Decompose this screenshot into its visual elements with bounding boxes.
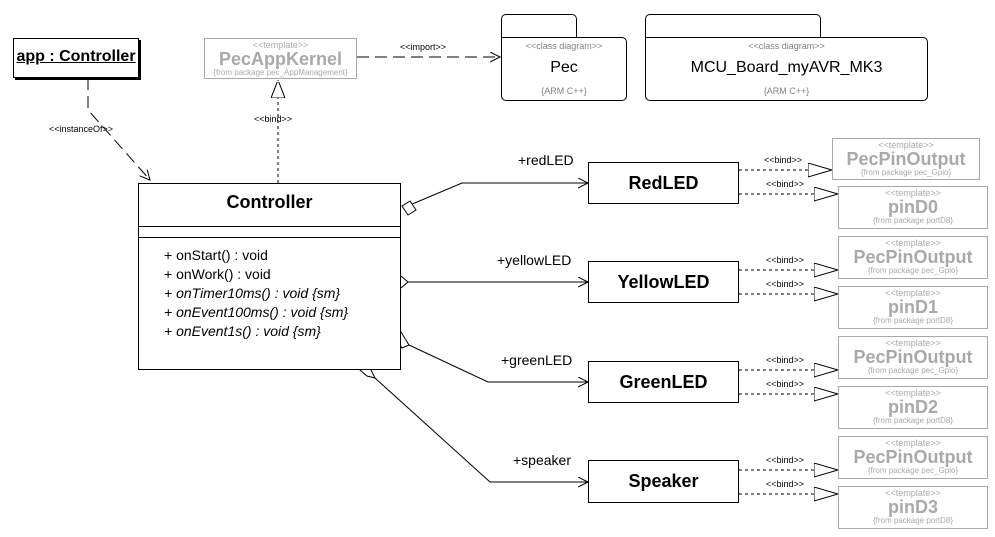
controller-operations: + onStart() : void + onWork() : void + o… xyxy=(164,246,348,341)
template-greenled-pin[interactable]: <<template>> pinD2 {from package portD8} xyxy=(838,386,988,429)
role-label-redled: +redLED xyxy=(518,152,574,168)
package-mcu-stereotype: <<class diagram>> xyxy=(748,41,825,51)
role-label-yellowled: +yellowLED xyxy=(497,252,572,268)
bind-label-yellowled-output: <<bind>> xyxy=(766,255,805,265)
operation-on-event-1s: + onEvent1s() : void {sm} xyxy=(164,323,321,339)
operation-on-work: + onWork() : void xyxy=(164,266,271,282)
role-label-speaker: +speaker xyxy=(513,452,571,468)
template-speaker-pin[interactable]: <<template>> pinD3 {from package portD8} xyxy=(838,486,988,529)
template-greenled-output[interactable]: <<template>> PecPinOutput {from package … xyxy=(838,336,988,379)
operation-on-timer-10ms: + onTimer10ms() : void {sm} xyxy=(164,285,341,301)
template-speaker-pin-name: pinD3 xyxy=(887,497,938,517)
template-redled-output-stereotype: <<template>> xyxy=(878,140,934,150)
template-greenled-output-origin: {from package pec_Gpio} xyxy=(867,366,959,375)
kernel-bind-label: <<bind>> xyxy=(254,114,293,124)
template-speaker-pin-stereotype: <<template>> xyxy=(885,488,941,498)
template-redled-pin-stereotype: <<template>> xyxy=(885,188,941,198)
controller-divider-bottom xyxy=(139,237,400,238)
template-redled-output-name: PecPinOutput xyxy=(846,149,966,169)
bind-label-speaker-output: <<bind>> xyxy=(766,455,805,465)
package-pec-name: Pec xyxy=(550,59,578,76)
template-greenled-pin-name: pinD2 xyxy=(887,397,938,417)
composition-diamond-redled xyxy=(401,200,417,216)
controller-divider-top xyxy=(139,226,400,227)
package-mcu-board[interactable]: <<class diagram>> MCU_Board_myAVR_MK3 {A… xyxy=(645,37,928,101)
template-yellowled-pin[interactable]: <<template>> pinD1 {from package portD8} xyxy=(838,286,988,329)
instance-name: app : Controller xyxy=(16,48,136,65)
package-pec-language: {ARM C++} xyxy=(541,86,587,96)
part-greenled-name: GreenLED xyxy=(619,372,708,392)
template-greenled-output-stereotype: <<template>> xyxy=(885,338,941,348)
composition-speaker xyxy=(374,377,588,482)
operation-on-start: + onStart() : void xyxy=(164,247,268,263)
template-yellowled-output[interactable]: <<template>> PecPinOutput {from package … xyxy=(838,236,988,279)
composition-redled xyxy=(409,183,588,206)
part-speaker[interactable]: Speaker xyxy=(588,460,739,503)
template-redled-pin[interactable]: <<template>> pinD0 {from package portD8} xyxy=(838,186,988,229)
part-redled[interactable]: RedLED xyxy=(588,162,739,204)
package-tab-pec xyxy=(501,14,577,38)
operation-on-event-100ms: + onEvent100ms() : void {sm} xyxy=(164,304,349,320)
package-pec-stereotype: <<class diagram>> xyxy=(525,41,603,51)
package-tab-mcu xyxy=(645,14,821,38)
template-redled-pin-origin: {from package portD8} xyxy=(872,216,954,225)
bind-label-yellowled-pin: <<bind>> xyxy=(766,279,805,289)
part-yellowled[interactable]: YellowLED xyxy=(588,261,739,303)
role-label-greenled: +greenLED xyxy=(501,352,573,368)
template-redled-output[interactable]: <<template>> PecPinOutput {from package … xyxy=(832,138,980,180)
template-yellowled-pin-origin: {from package portD8} xyxy=(872,316,954,325)
package-mcu-name: MCU_Board_myAVR_MK3 xyxy=(690,59,883,76)
bind-label-greenled-pin: <<bind>> xyxy=(766,379,805,389)
template-speaker-output-stereotype: <<template>> xyxy=(885,438,941,448)
template-speaker-pin-origin: {from package portD8} xyxy=(872,516,954,525)
template-yellowled-output-origin: {from package pec_Gpio} xyxy=(867,266,959,275)
part-redled-name: RedLED xyxy=(628,173,699,193)
package-mcu-language: {ARM C++} xyxy=(763,86,810,96)
template-speaker-output-origin: {from package pec_Gpio} xyxy=(867,466,959,475)
kernel-template[interactable]: <<template>> PecAppKernel {from package … xyxy=(204,38,357,79)
controller-class[interactable]: Controller + onStart() : void + onWork()… xyxy=(138,183,401,370)
bind-label-speaker-pin: <<bind>> xyxy=(766,479,805,489)
bind-label-redled-output: <<bind>> xyxy=(764,155,803,165)
template-speaker-output[interactable]: <<template>> PecPinOutput {from package … xyxy=(838,436,988,479)
template-greenled-pin-stereotype: <<template>> xyxy=(885,388,941,398)
template-redled-output-origin: {from package pec_Gpio} xyxy=(860,168,952,177)
template-yellowled-output-stereotype: <<template>> xyxy=(885,238,941,248)
kernel-template-origin: {from package pec_AppManagement} xyxy=(213,68,348,77)
bind-label-redled-pin: <<bind>> xyxy=(766,179,805,189)
template-speaker-output-name: PecPinOutput xyxy=(853,447,973,467)
instanceof-dependency xyxy=(87,78,150,180)
template-greenled-pin-origin: {from package portD8} xyxy=(872,416,954,425)
template-greenled-output-name: PecPinOutput xyxy=(853,347,973,367)
template-yellowled-output-name: PecPinOutput xyxy=(853,247,973,267)
controller-name: Controller xyxy=(226,192,313,212)
template-redled-pin-name: pinD0 xyxy=(887,197,938,217)
import-label: <<import>> xyxy=(400,42,447,52)
part-greenled[interactable]: GreenLED xyxy=(588,361,739,403)
part-yellowled-name: YellowLED xyxy=(617,272,710,292)
template-yellowled-pin-name: pinD1 xyxy=(887,297,938,317)
template-yellowled-pin-stereotype: <<template>> xyxy=(885,288,941,298)
composition-greenled xyxy=(408,344,588,382)
instance-object[interactable]: app : Controller xyxy=(13,38,139,78)
package-pec[interactable]: <<class diagram>> Pec {ARM C++} xyxy=(501,37,627,101)
kernel-template-stereotype: <<template>> xyxy=(252,40,309,50)
instanceof-label: <<instanceOf>> xyxy=(49,124,114,134)
part-speaker-name: Speaker xyxy=(628,471,699,491)
kernel-template-name: PecAppKernel xyxy=(218,49,343,69)
bind-label-greenled-output: <<bind>> xyxy=(766,355,805,365)
